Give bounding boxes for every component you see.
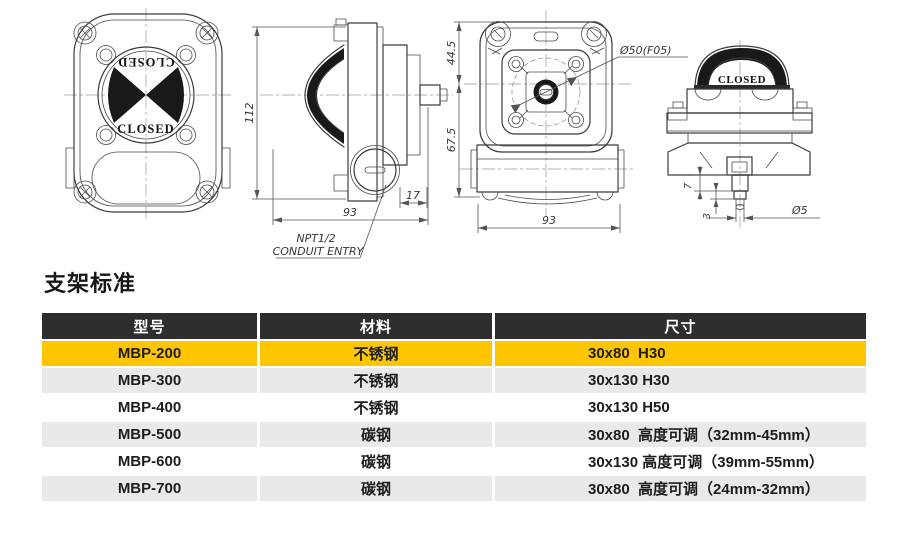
flange-hole-icons bbox=[508, 56, 584, 128]
cell-material: 碳钢 bbox=[260, 476, 495, 501]
table-row-mbp-200: MBP-200 不锈钢 30x80 H30 bbox=[42, 341, 866, 366]
dim-44-5: 44.5 bbox=[445, 41, 458, 66]
cell-material: 碳钢 bbox=[260, 422, 495, 447]
bezel-screw-icons bbox=[96, 45, 196, 145]
conduit-label-line2: CONDUIT ENTRY bbox=[273, 245, 365, 258]
indicator-bowtie-left bbox=[108, 67, 146, 123]
dim-shaft-diameter: Ø5 bbox=[791, 204, 808, 217]
dim-112: 112 bbox=[243, 103, 256, 124]
dome-indicator-label: CLOSED bbox=[718, 74, 766, 86]
cell-model: MBP-600 bbox=[42, 449, 260, 474]
ear-screw-icons bbox=[485, 21, 607, 55]
drawing-front-view: CLOSED CLOSED bbox=[64, 8, 234, 220]
cell-model: MBP-700 bbox=[42, 476, 260, 501]
table-row-mbp-300: MBP-300 不锈钢 30x130 H30 bbox=[42, 368, 866, 393]
flange-size-label: Ø50(F05) bbox=[619, 44, 672, 57]
cell-size: 30x80 高度可调（32mm-45mm） bbox=[495, 422, 866, 447]
col-header-material: 材料 bbox=[260, 313, 495, 339]
cell-model: MBP-400 bbox=[42, 395, 260, 420]
cell-size: 30x130 H50 bbox=[495, 395, 866, 420]
table-row-mbp-600: MBP-600 碳钢 30x130 高度可调（39mm-55mm） bbox=[42, 449, 866, 474]
dim-93-side: 93 bbox=[343, 206, 357, 219]
cell-size: 30x80 H30 bbox=[495, 341, 866, 366]
indicator-bowtie-right bbox=[146, 67, 184, 123]
cell-size: 30x130 高度可调（39mm-55mm） bbox=[495, 449, 866, 474]
cell-material: 不锈钢 bbox=[260, 395, 495, 420]
table-header-row: 型号 材料 尺寸 bbox=[42, 313, 866, 339]
col-header-size: 尺寸 bbox=[495, 313, 866, 339]
technical-drawings: CLOSED CLOSED bbox=[0, 0, 900, 270]
cell-material: 碳钢 bbox=[260, 449, 495, 474]
dim-93-back: 93 bbox=[542, 214, 556, 227]
conduit-label-line1: NPT1/2 bbox=[296, 232, 335, 245]
bracket-spec-table: 型号 材料 尺寸 MBP-200 不锈钢 30x80 H30 MBP-300 不… bbox=[42, 311, 866, 503]
table-row-mbp-400: MBP-400 不锈钢 30x130 H50 bbox=[42, 395, 866, 420]
section-title: 支架标准 bbox=[44, 271, 137, 296]
dim-7: 7 bbox=[683, 182, 694, 189]
table-row-mbp-700: MBP-700 碳钢 30x80 高度可调（24mm-32mm） bbox=[42, 476, 866, 501]
indicator-label-top: CLOSED bbox=[117, 55, 174, 69]
cell-material: 不锈钢 bbox=[260, 341, 495, 366]
cell-material: 不锈钢 bbox=[260, 368, 495, 393]
cell-size: 30x80 高度可调（24mm-32mm） bbox=[495, 476, 866, 501]
drawing-side-view: 112 93 17 NPT1/2 CONDUIT ENTRY bbox=[243, 18, 453, 259]
cell-size: 30x130 H30 bbox=[495, 368, 866, 393]
col-header-model: 型号 bbox=[42, 313, 260, 339]
drawing-dome-view: CLOSED bbox=[666, 40, 820, 228]
drawing-back-view: 44.5 67.5 93 Ø50(F05) bbox=[445, 10, 688, 233]
dim-3: 3 bbox=[702, 213, 713, 219]
table-row-mbp-500: MBP-500 碳钢 30x80 高度可调（32mm-45mm） bbox=[42, 422, 866, 447]
dim-17: 17 bbox=[406, 189, 420, 202]
dim-67-5: 67.5 bbox=[445, 128, 458, 153]
indicator-label-bottom: CLOSED bbox=[117, 122, 174, 136]
cell-model: MBP-200 bbox=[42, 341, 260, 366]
cell-model: MBP-300 bbox=[42, 368, 260, 393]
cell-model: MBP-500 bbox=[42, 422, 260, 447]
